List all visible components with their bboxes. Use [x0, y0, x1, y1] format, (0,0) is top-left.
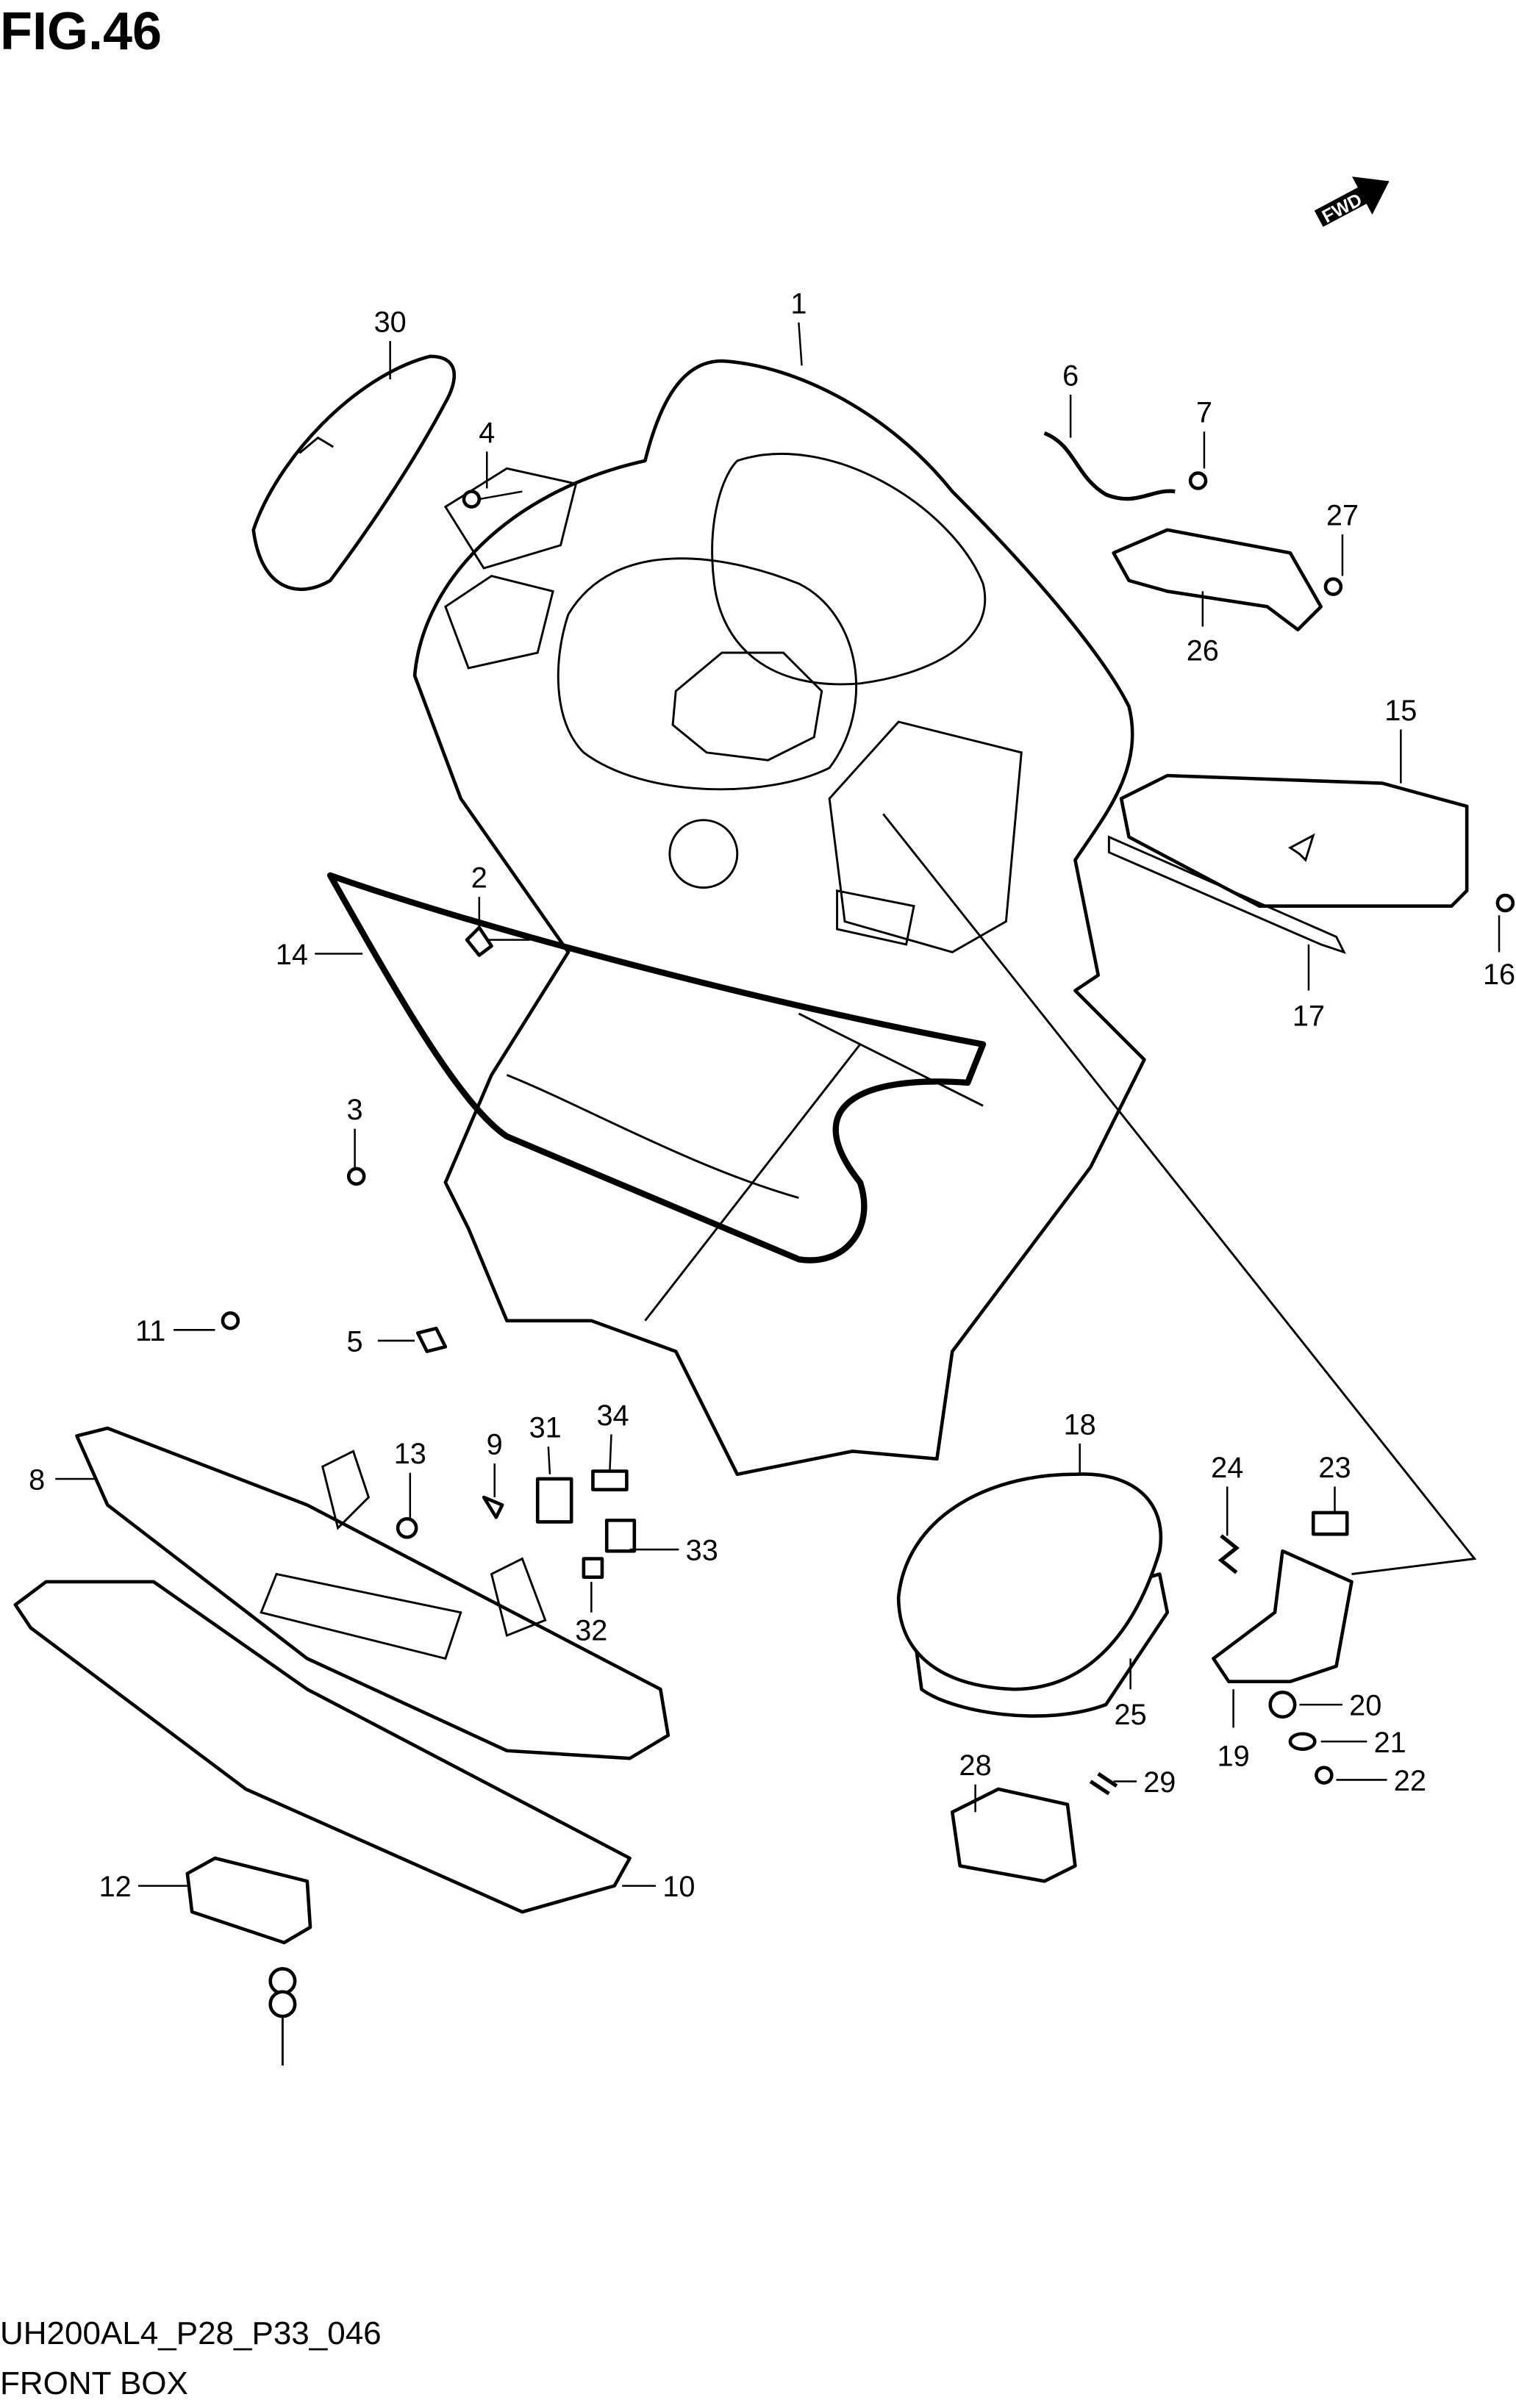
- callout-27: 27: [1326, 500, 1359, 576]
- leader-line: [609, 1434, 612, 1472]
- callout-number: 10: [662, 1871, 695, 1903]
- part-6-wire: [1043, 431, 1176, 501]
- callout-14: 14: [276, 939, 363, 971]
- callout-number: 28: [959, 1749, 992, 1782]
- fwd-label: FWD: [1319, 190, 1366, 227]
- callout-number: 23: [1318, 1452, 1351, 1484]
- callout-2: 2: [471, 862, 487, 930]
- callout-8: 8: [29, 1464, 96, 1497]
- callout-29: 29: [1113, 1766, 1176, 1799]
- fwd-arrow-icon: FWD: [1314, 176, 1390, 227]
- callout-number: 11: [135, 1315, 165, 1347]
- callout-17: 17: [1292, 944, 1325, 1033]
- callout-22: 22: [1336, 1765, 1426, 1797]
- callout-number: 4: [479, 417, 495, 449]
- callout-number: 26: [1187, 634, 1219, 667]
- small-fasteners: [221, 471, 1515, 1796]
- callout-12: 12: [99, 1871, 187, 1903]
- callout-11: 11: [135, 1315, 215, 1347]
- callout-33: 33: [629, 1535, 718, 1567]
- callout-32: 32: [575, 1581, 607, 1646]
- diagram-code: UH200AL4_P28_P33_046: [0, 2315, 382, 2351]
- callout-number: 9: [487, 1429, 503, 1461]
- callout-number: 7: [1196, 397, 1212, 429]
- callout-7: 7: [1196, 397, 1212, 469]
- figure-title: FIG.46: [0, 2, 162, 61]
- callout-3: 3: [347, 1094, 363, 1171]
- callout-number: 18: [1064, 1408, 1096, 1441]
- callout-number: 3: [347, 1094, 363, 1126]
- callout-number: 19: [1218, 1741, 1250, 1773]
- callout-number: 21: [1374, 1727, 1406, 1759]
- callout-20: 20: [1299, 1690, 1381, 1722]
- callout-23: 23: [1318, 1452, 1351, 1513]
- diagram-caption: FRONT BOX: [0, 2365, 188, 2401]
- callout-18: 18: [1064, 1408, 1096, 1474]
- callout-number: 17: [1292, 1000, 1325, 1033]
- callout-number: 22: [1394, 1765, 1426, 1797]
- callout-number: 16: [1483, 958, 1515, 991]
- callout-number: 30: [374, 306, 407, 338]
- reference-line: [882, 813, 1477, 1575]
- part-12-lock-key: [185, 1856, 312, 2066]
- part-8-lid: [75, 1426, 671, 1760]
- callout-13: 13: [394, 1438, 426, 1521]
- callout-21: 21: [1320, 1727, 1406, 1759]
- callout-26: 26: [1187, 591, 1219, 667]
- callout-10: 10: [622, 1871, 695, 1903]
- callout-number: 1: [790, 287, 807, 320]
- callout-number: 15: [1384, 695, 1417, 727]
- callout-number: 32: [575, 1614, 607, 1646]
- leader-line: [798, 322, 803, 366]
- part-1-front-box-body: [412, 359, 1146, 1476]
- callout-28: 28: [959, 1749, 992, 1813]
- callout-number: 25: [1115, 1699, 1147, 1731]
- callout-6: 6: [1062, 359, 1079, 438]
- callout-5: 5: [347, 1326, 415, 1358]
- callout-number: 31: [529, 1412, 562, 1444]
- callout-9: 9: [487, 1429, 503, 1498]
- part-19-hinge: [1212, 1549, 1354, 1684]
- callout-number: 33: [686, 1535, 718, 1567]
- part-14-seal: [326, 872, 987, 1264]
- callout-number: 29: [1143, 1766, 1176, 1799]
- callout-16: 16: [1483, 915, 1515, 991]
- callout-number: 6: [1062, 359, 1079, 392]
- part-28-latch: [950, 1787, 1077, 1883]
- callout-number: 2: [471, 862, 487, 895]
- callout-24: 24: [1211, 1452, 1243, 1536]
- callout-number: 8: [29, 1464, 45, 1497]
- callout-number: 20: [1349, 1690, 1381, 1722]
- callout-number: 12: [99, 1871, 132, 1903]
- callout-34: 34: [596, 1400, 629, 1472]
- callout-number: 27: [1326, 500, 1359, 532]
- callout-4: 4: [479, 417, 495, 489]
- callout-15: 15: [1384, 695, 1417, 784]
- callout-number: 5: [347, 1326, 363, 1358]
- callout-30: 30: [374, 306, 407, 380]
- callout-1: 1: [790, 287, 807, 366]
- callout-19: 19: [1218, 1689, 1250, 1773]
- part-26-bracket: [1112, 528, 1323, 631]
- part-30-cover: [251, 354, 457, 592]
- callout-31: 31: [529, 1412, 562, 1474]
- leader-line: [547, 1447, 551, 1474]
- part-15-17-lid: [1107, 773, 1469, 954]
- callout-number: 14: [276, 939, 308, 971]
- part-10-inner-lid: [13, 1580, 632, 1914]
- callout-number: 24: [1211, 1452, 1243, 1484]
- callout-number: 13: [394, 1438, 426, 1470]
- callout-number: 34: [596, 1400, 629, 1432]
- part-18-25-pad: [896, 1472, 1170, 1718]
- callout-25: 25: [1115, 1658, 1147, 1731]
